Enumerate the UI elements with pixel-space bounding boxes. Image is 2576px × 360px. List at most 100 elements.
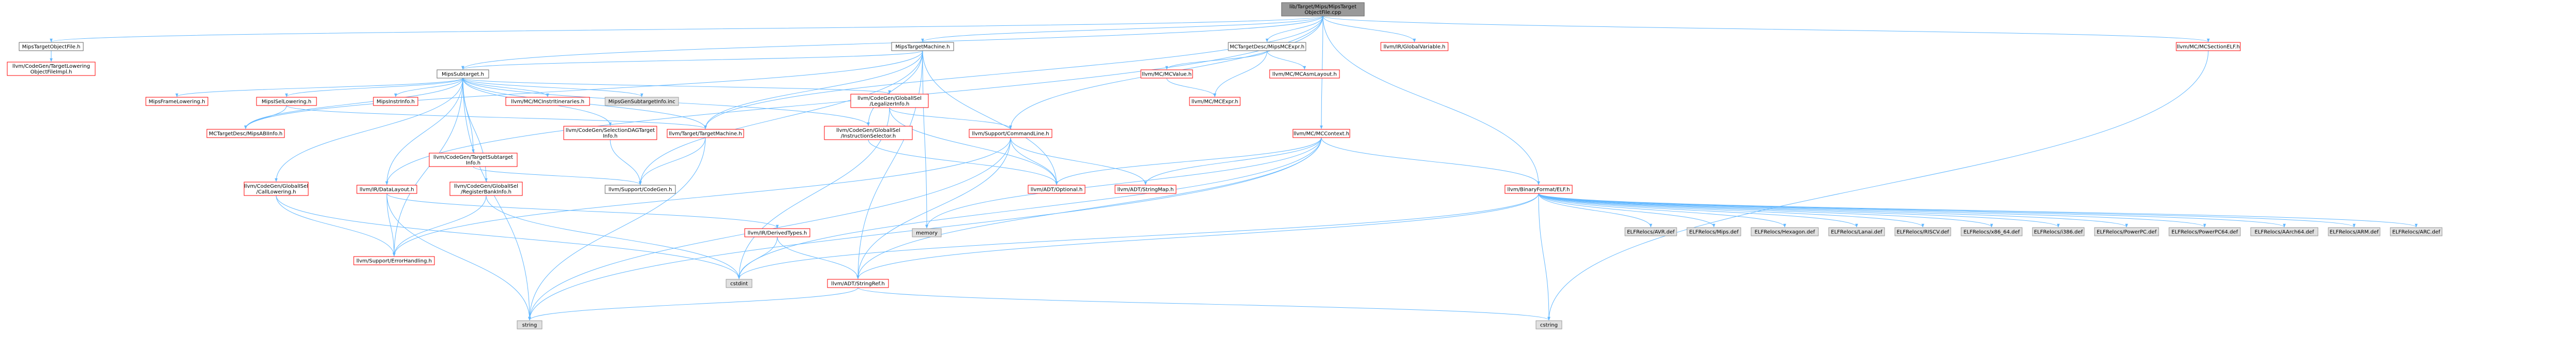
edge-line xyxy=(528,137,706,321)
node-box xyxy=(891,42,954,51)
node-label: llvm/Support/CommandLine.h xyxy=(972,131,1049,137)
node-label: ELFRelocs/PowerPC.def xyxy=(2097,230,2157,235)
edge-mipstargetmachine_h-to-mctargetdesc_mipsabiinfo xyxy=(244,50,923,129)
edge-line xyxy=(244,105,287,129)
node-mipsgensubtargetinfo: MipsGenSubtargetInfo.inc xyxy=(605,97,679,106)
node-mc-instritineraries[interactable]: llvm/MC/MCInstrItineraries.h xyxy=(505,97,590,106)
node-box xyxy=(244,182,309,196)
edge-ir_datalayout-to-support_errorhandling xyxy=(386,193,396,257)
node-mctargetdesc-mipsabiinfo[interactable]: MCTargetDesc/MipsABIInfo.h xyxy=(206,129,285,138)
node-label: ELFRelocs/x86_64.def xyxy=(1964,230,2020,235)
edge-binaryformat_elf-to-elf_aarch64 xyxy=(1538,193,2286,228)
node-mc-mcasmlayout[interactable]: llvm/MC/MCAsmLayout.h xyxy=(1269,69,1340,79)
node-mipsframelowering[interactable]: MipsFrameLowering.h xyxy=(145,97,208,106)
node-elf-avr: ELFRelocs/AVR.def xyxy=(1624,227,1677,236)
edge-binaryformat_elf-to-elf_powerpc64 xyxy=(1538,193,2206,228)
edge-adt_stringref-to-cstring xyxy=(857,287,1550,321)
node-box xyxy=(206,129,285,138)
edge-line xyxy=(1538,193,2128,228)
node-gisel-instructionselector[interactable]: llvm/CodeGen/GlobalISel/InstructionSelec… xyxy=(824,126,913,140)
node-label: ELFRelocs/ARM.def xyxy=(2330,230,2379,235)
node-gisel-registerbankinfo[interactable]: llvm/CodeGen/GlobalISel/RegisterBankInfo… xyxy=(449,182,523,196)
node-label: llvm/CodeGen/TargetLowering xyxy=(12,64,90,69)
node-label: ELFRelocs/AArch64.def xyxy=(2255,230,2314,235)
node-label: llvm/Support/ErrorHandling.h xyxy=(356,259,432,264)
edge-line xyxy=(462,78,643,97)
node-binaryformat-elf[interactable]: llvm/BinaryFormat/ELF.h xyxy=(1504,185,1573,194)
node-tlof-impl[interactable]: llvm/CodeGen/TargetLoweringObjectFileImp… xyxy=(7,62,96,76)
edge-line xyxy=(386,193,396,257)
node-gisel-calllowering[interactable]: llvm/CodeGen/GlobalISel/CallLowering.h xyxy=(244,182,309,196)
node-label: llvm/IR/DerivedTypes.h xyxy=(748,231,807,236)
edge-mipstargetmachine_h-to-memory xyxy=(922,50,928,229)
edge-line xyxy=(867,50,923,126)
edge-line xyxy=(925,137,1322,229)
node-box xyxy=(1961,227,2023,236)
node-box xyxy=(744,228,810,237)
edge-line xyxy=(386,193,779,229)
node-ir-derivedtypes[interactable]: llvm/IR/DerivedTypes.h xyxy=(744,228,810,237)
edge-line xyxy=(473,166,642,185)
node-mipsinstrinfo[interactable]: MipsInstrInfo.h xyxy=(373,97,418,106)
node-mipssubtarget-h[interactable]: MipsSubtarget.h xyxy=(436,69,489,79)
edge-mc_mccontext-to-adt_stringmap xyxy=(1144,137,1322,185)
edge-binaryformat_elf-to-elf_x86_64 xyxy=(1538,193,1993,228)
node-label: llvm/BinaryFormat/ELF.h xyxy=(1508,187,1570,193)
node-layer: lib/Target/Mips/MipsTargetObjectFile.cpp… xyxy=(7,2,2443,329)
node-support-codegen[interactable]: llvm/Support/CodeGen.h xyxy=(605,185,676,194)
node-support-errorhandling[interactable]: llvm/Support/ErrorHandling.h xyxy=(353,256,435,265)
node-box xyxy=(373,97,418,106)
node-adt-stringmap[interactable]: llvm/ADT/StringMap.h xyxy=(1114,185,1177,194)
node-box xyxy=(436,69,489,79)
edge-line xyxy=(889,107,1058,185)
edge-gisel_instructionselector-to-adt_optional xyxy=(868,139,1058,185)
node-box xyxy=(2094,227,2159,236)
node-label: /CallLowering.h xyxy=(257,189,296,195)
node-mipstargetmachine-h[interactable]: MipsTargetMachine.h xyxy=(891,42,954,51)
node-label: MipsSubtarget.h xyxy=(442,72,484,78)
node-ir-datalayout[interactable]: llvm/IR/DataLayout.h xyxy=(356,185,417,194)
node-box xyxy=(2390,227,2443,236)
edge-root-to-mipstargetmachine_h xyxy=(921,16,1323,42)
node-label: llvm/CodeGen/SelectionDAGTarget xyxy=(566,128,655,133)
node-elf-i386: ELFRelocs/i386.def xyxy=(2032,227,2085,236)
edge-root-to-binaryformat_elf xyxy=(1322,16,1540,185)
node-mipsisellowering[interactable]: MipsISelLowering.h xyxy=(256,97,317,106)
edge-support_commandline-to-support_errorhandling xyxy=(393,137,1011,257)
node-support-commandline[interactable]: llvm/Support/CommandLine.h xyxy=(969,129,1052,138)
node-adt-stringref[interactable]: llvm/ADT/StringRef.h xyxy=(827,279,889,288)
node-box xyxy=(449,182,523,196)
edge-line xyxy=(1547,50,2209,321)
edge-line xyxy=(286,105,707,129)
node-elf-x86-64: ELFRelocs/x86_64.def xyxy=(1961,227,2023,236)
node-mc-mcsectionelf[interactable]: llvm/MC/MCSectionELF.h xyxy=(2176,42,2241,51)
edge-line xyxy=(1010,137,1058,185)
node-adt-optional[interactable]: llvm/ADT/Optional.h xyxy=(1028,185,1086,194)
node-box xyxy=(19,42,84,51)
edge-line xyxy=(921,16,1323,42)
edge-mc_mccontext-to-cstdint xyxy=(737,137,1322,279)
node-gisel-legalizerinfo[interactable]: llvm/CodeGen/GlobalISel/LegalizerInfo.h xyxy=(850,94,929,108)
node-label: ELFRelocs/RISCV.def xyxy=(1896,230,1949,235)
edge-line xyxy=(777,236,860,279)
node-mc-mcexpr[interactable]: llvm/MC/MCExpr.h xyxy=(1189,97,1241,106)
node-cstring: cstring xyxy=(1535,320,1562,329)
node-target-targetmachine[interactable]: llvm/Target/TargetMachine.h xyxy=(667,129,744,138)
edge-line xyxy=(462,78,891,94)
node-ir-globalvariable[interactable]: llvm/IR/GlobalVariable.h xyxy=(1380,42,1449,51)
node-label: llvm/Support/CodeGen.h xyxy=(609,187,672,193)
edge-mipstargetmachine_h-to-adt_optional xyxy=(922,50,1058,185)
edge-line xyxy=(386,193,531,321)
node-label: ELFRelocs/AVR.def xyxy=(1627,230,1675,235)
node-mc-mccontext[interactable]: llvm/MC/MCContext.h xyxy=(1292,129,1350,138)
edge-line xyxy=(1538,193,2206,228)
node-mc-mcvalue[interactable]: llvm/MC/MCValue.h xyxy=(1140,69,1193,79)
edge-adt_stringref-to-string xyxy=(528,287,858,321)
node-label: MipsTargetObjectFile.h xyxy=(22,44,81,50)
node-mipstargetobjectfile-h[interactable]: MipsTargetObjectFile.h xyxy=(19,42,84,51)
node-label: cstdint xyxy=(730,281,748,287)
node-label: ELFRelocs/i386.def xyxy=(2034,230,2083,235)
node-mctargetdesc-mipsmcexpr[interactable]: MCTargetDesc/MipsMCExpr.h xyxy=(1228,42,1306,51)
